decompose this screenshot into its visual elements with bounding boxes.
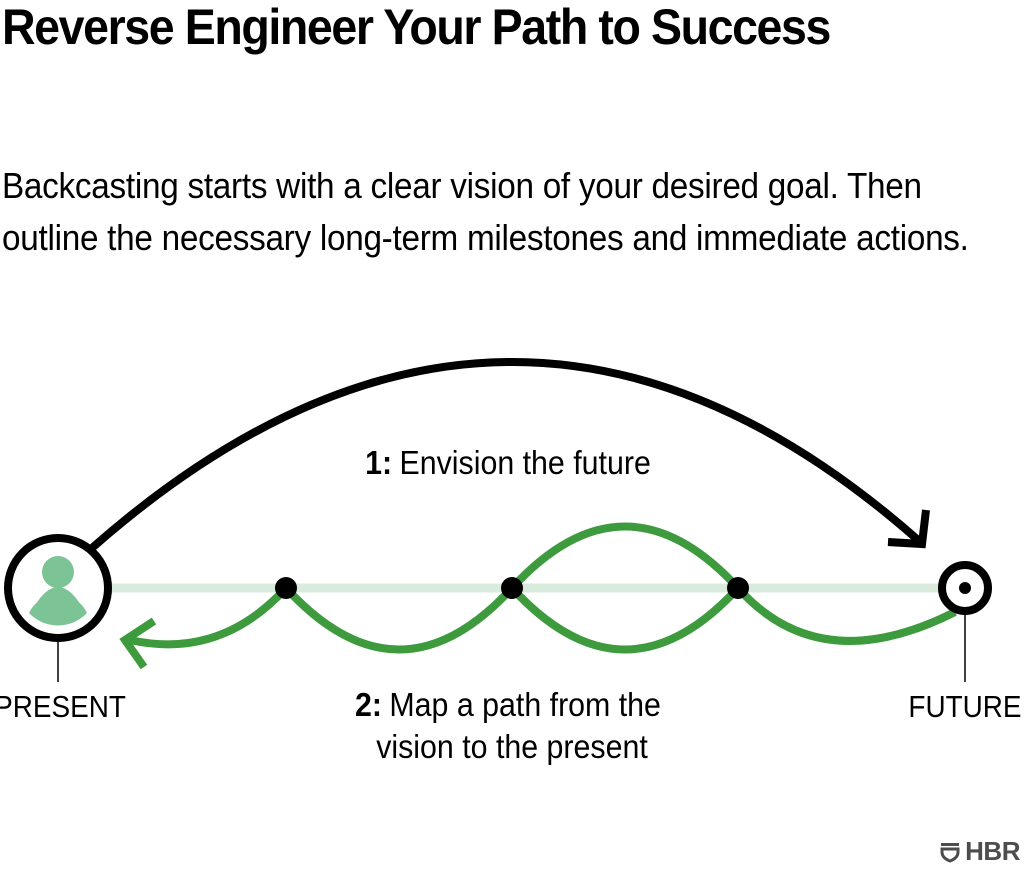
step1-number: 1: xyxy=(365,444,392,481)
target-icon xyxy=(959,582,971,594)
shield-icon xyxy=(940,842,960,863)
envision-arrowhead xyxy=(887,509,930,549)
milestone-dot xyxy=(275,577,297,599)
step2-label-line2: vision to the present xyxy=(376,728,648,765)
hbr-logo: HBR xyxy=(939,836,1020,867)
future-node xyxy=(938,561,992,682)
step1-label: 1:Envision the future xyxy=(365,444,651,481)
step2-number: 2: xyxy=(355,686,382,723)
step2-label: 2:Map a path from the xyxy=(355,686,661,723)
brand-text: HBR xyxy=(965,836,1020,866)
envision-arc xyxy=(89,358,921,552)
present-label: PRESENT xyxy=(0,690,126,725)
map-path-arrowhead xyxy=(119,617,157,670)
future-label: FUTURE xyxy=(908,690,1021,725)
person-icon xyxy=(29,556,87,626)
step2-line1: Map a path from the xyxy=(389,686,661,723)
milestone-dot xyxy=(727,577,749,599)
present-node xyxy=(4,534,112,682)
page-title: Reverse Engineer Your Path to Success xyxy=(2,0,831,55)
milestone-dot xyxy=(501,577,523,599)
step1-text: Envision the future xyxy=(400,444,651,481)
page-subtitle: Backcasting starts with a clear vision o… xyxy=(2,165,969,258)
